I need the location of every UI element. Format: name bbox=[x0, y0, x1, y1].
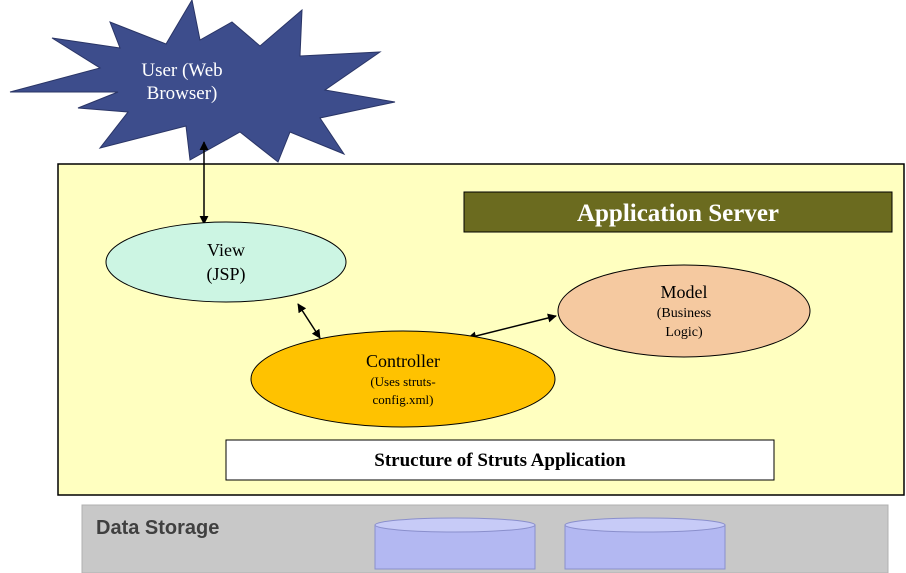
view-label-line1: View bbox=[207, 240, 245, 260]
database-icon bbox=[564, 517, 726, 570]
model-label-line3: Logic) bbox=[665, 325, 703, 340]
data-storage-label: Data Storage bbox=[96, 517, 219, 539]
view-node bbox=[105, 221, 347, 303]
model-label-line1: Model bbox=[661, 282, 708, 302]
controller-label-line3: config.xml) bbox=[372, 392, 433, 407]
starburst-icon bbox=[9, 0, 396, 163]
user-label-line1: User (Web bbox=[141, 60, 222, 81]
model-node bbox=[557, 264, 811, 358]
controller-node bbox=[250, 330, 556, 428]
diagram-caption: Structure of Struts Application bbox=[374, 450, 626, 471]
user-label-line2: Browser) bbox=[147, 83, 218, 104]
database-icon bbox=[374, 517, 536, 570]
application-server-label-box bbox=[463, 191, 893, 233]
application-server-label: Application Server bbox=[577, 200, 779, 227]
controller-label-line1: Controller bbox=[366, 351, 440, 371]
caption-box bbox=[225, 439, 775, 481]
view-label-line2: (JSP) bbox=[206, 264, 245, 285]
view-controller-arrow bbox=[297, 303, 321, 339]
controller-model-arrow bbox=[467, 313, 557, 341]
model-label-line2: (Business bbox=[657, 306, 711, 321]
controller-label-line2: (Uses struts- bbox=[370, 374, 435, 389]
